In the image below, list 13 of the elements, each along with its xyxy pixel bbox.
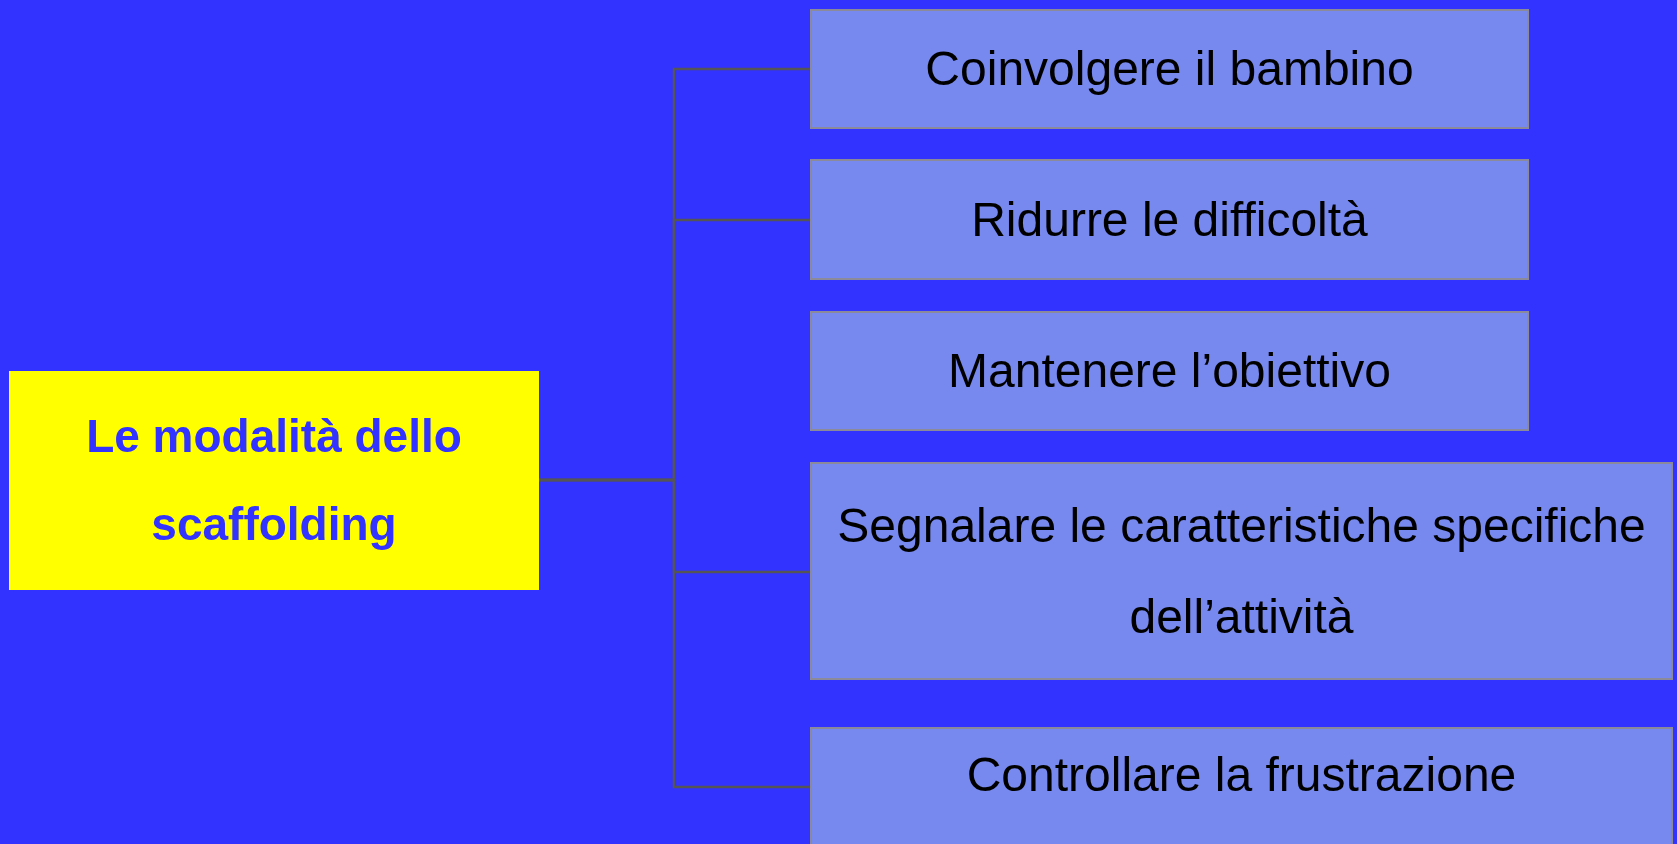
box-label: Coinvolgere il bambino [925, 41, 1414, 98]
activity-box [810, 9, 1529, 129]
box-label: Mantenere l’obiettivo [948, 343, 1391, 400]
activity-box [810, 462, 1673, 680]
activity-box [810, 311, 1529, 431]
box-label: Segnalare le caratteristiche specifiche dell’attività [836, 497, 1647, 645]
box-label: Controllare la frustrazione [966, 747, 1517, 803]
activity-box [810, 727, 1673, 844]
box-label: Ridurre le difficoltà [971, 191, 1368, 248]
topic-box [9, 371, 539, 590]
box-label: Le modalità dello scaffolding [85, 409, 463, 552]
connector-line [539, 478, 810, 789]
activity-box [810, 159, 1529, 280]
